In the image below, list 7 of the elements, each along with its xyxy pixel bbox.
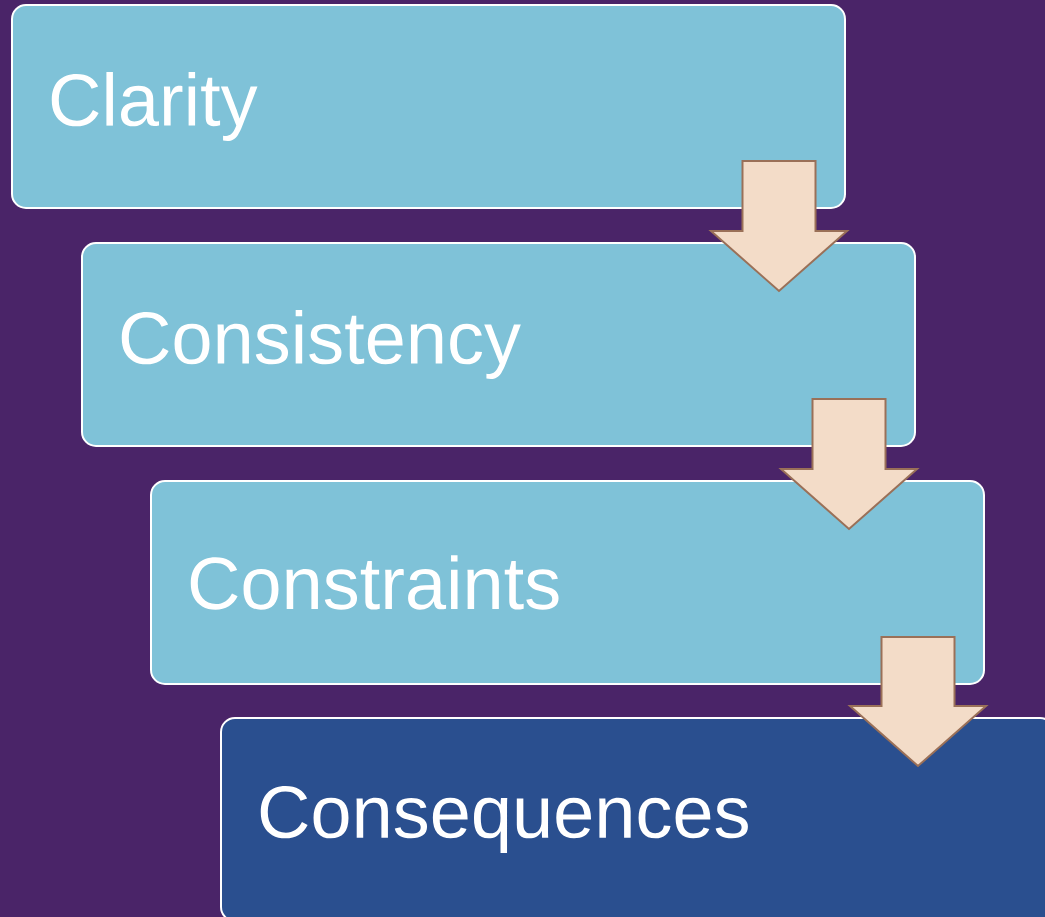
step-box: Clarity (11, 4, 846, 209)
step-box: Consistency (81, 242, 916, 447)
block-arrow (708, 160, 850, 293)
block-arrow (778, 398, 920, 531)
block-arrow (847, 636, 989, 768)
step-box: Consequences (220, 717, 1045, 917)
step-box: Constraints (150, 480, 985, 685)
